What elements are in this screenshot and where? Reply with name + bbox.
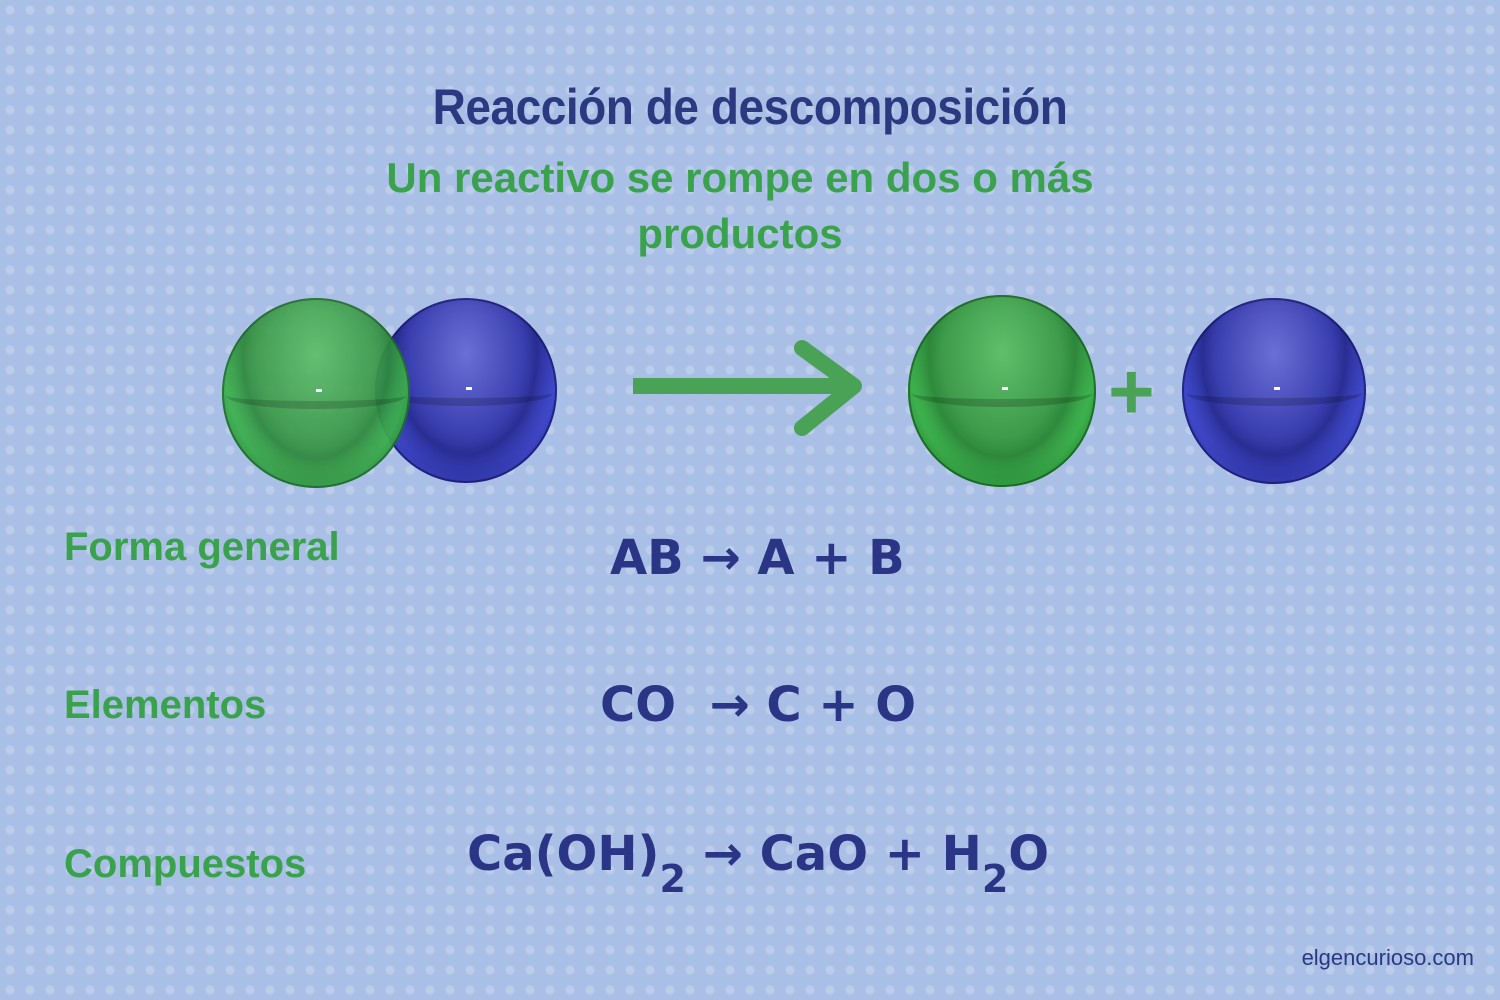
- label-forma-general: Forma general: [64, 525, 340, 569]
- label-compuestos: Compuestos: [64, 842, 307, 886]
- eq-arrow: →: [709, 677, 750, 733]
- eq-lhs: AB: [610, 530, 684, 586]
- eq-lhs-subscript: 2: [659, 857, 686, 901]
- eq-rhs: C + O: [766, 677, 917, 733]
- equation-elementos: CO → C + O: [600, 677, 916, 733]
- sphere-highlight: [1274, 387, 1280, 391]
- product-blue-sphere: [1182, 298, 1366, 484]
- sphere-band: [225, 382, 407, 409]
- equation-compuestos: Ca(OH)2 → CaO + H2O: [467, 826, 1049, 901]
- subtitle: Un reactivo se rompe en dos o más produc…: [386, 154, 1094, 257]
- eq-arrow: →: [702, 826, 743, 882]
- eq-lhs: Ca(OH): [467, 826, 660, 882]
- sphere-band: [911, 379, 1093, 407]
- eq-arrow: →: [700, 530, 741, 586]
- reactant-green-sphere: [222, 298, 410, 488]
- sphere-highlight: [316, 389, 322, 393]
- eq-rhs-b: O: [1008, 826, 1050, 882]
- equation-general: AB → A + B: [610, 530, 905, 586]
- sphere-highlight: [466, 386, 472, 390]
- product-green-sphere: [908, 295, 1096, 487]
- eq-rhs: A + B: [757, 530, 905, 586]
- sphere-band: [378, 379, 554, 406]
- eq-rhs-subscript: 2: [981, 857, 1009, 901]
- eq-lhs: CO: [600, 677, 677, 733]
- reaction-arrow-icon: [633, 340, 862, 436]
- eq-rhs-a: CaO + H: [759, 826, 982, 882]
- page-title: Reacción de descomposición: [432, 79, 1068, 135]
- sphere-highlight: [1002, 387, 1008, 391]
- plus-sign: +: [1108, 347, 1155, 436]
- label-elementos: Elementos: [64, 683, 267, 727]
- site-watermark: elgencurioso.com: [1301, 945, 1474, 970]
- sphere-band: [1185, 380, 1363, 407]
